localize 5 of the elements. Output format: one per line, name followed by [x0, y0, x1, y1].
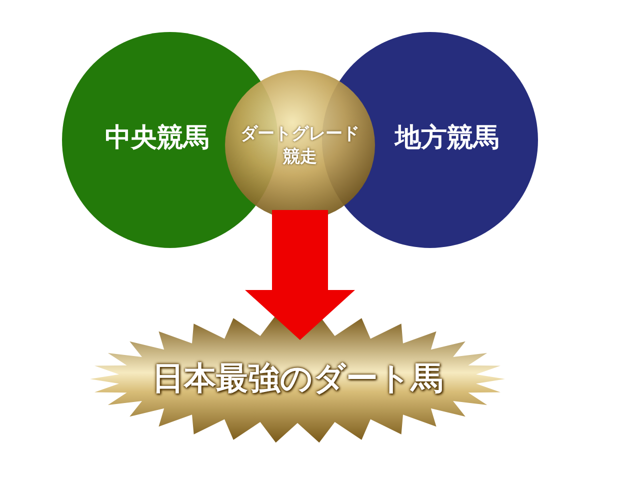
circle-label: 中央競馬	[104, 122, 210, 154]
arrow	[245, 210, 355, 340]
banner-text: 日本最強のダート馬	[151, 358, 444, 399]
circle-label: ダートグレード競走	[240, 123, 360, 169]
circle-label: 地方競馬	[393, 122, 500, 154]
